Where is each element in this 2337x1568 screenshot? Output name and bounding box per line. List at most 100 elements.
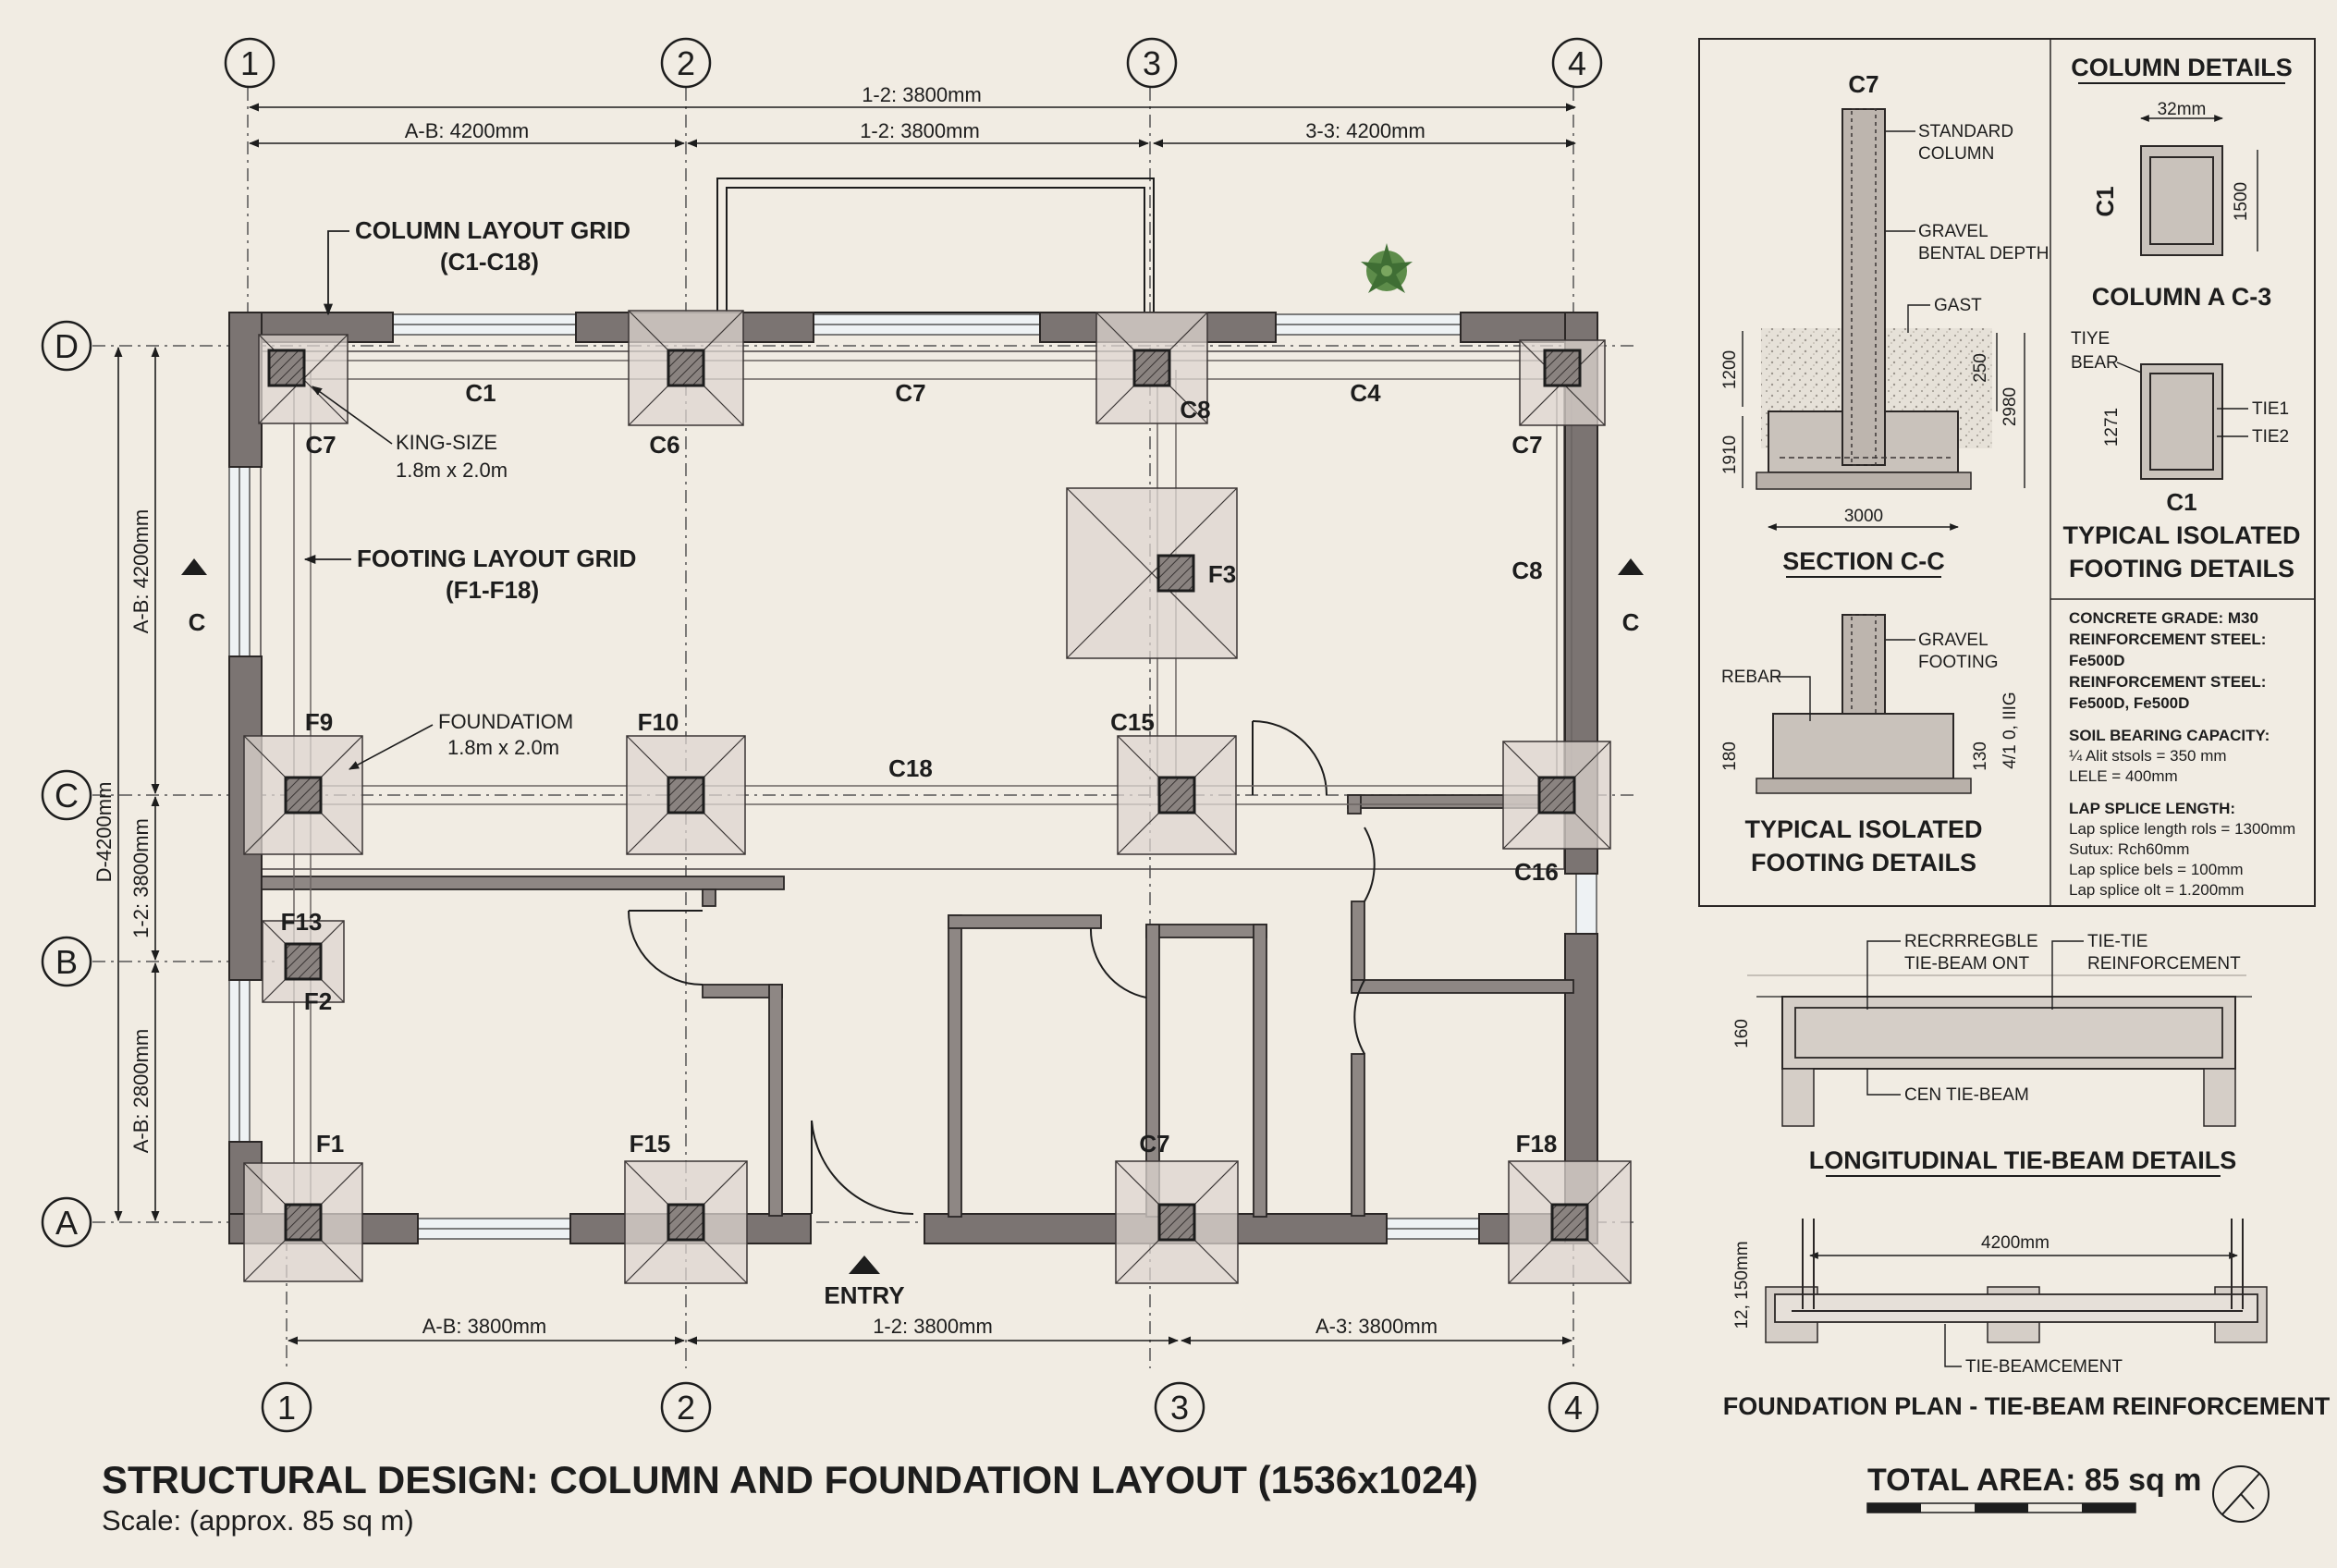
footing-gravel-2: FOOTING (1918, 653, 1999, 672)
tie-beam-label-2a: TIE-TIE (2087, 932, 2147, 951)
label-f15: F15 (630, 1130, 671, 1158)
spec-line-6: SOIL BEARING CAPACITY: (2069, 727, 2270, 744)
section-cc-standard-1: STANDARD (1918, 122, 2013, 141)
grid-bubble-row-b: B (41, 936, 92, 987)
dim-left-overall: D-4200mm (92, 782, 116, 883)
dim-top-12: 1-2: 3800mm (860, 119, 980, 142)
column-c16 (1537, 776, 1576, 815)
top-window-frame (716, 178, 1155, 313)
grid-bubble-col-1-top: 1 (224, 37, 275, 89)
label-c7-left: C7 (305, 431, 336, 459)
foundation-label-line1: FOUNDATIOM (438, 710, 573, 733)
footing-detail-title-1: TYPICAL ISOLATED (1744, 815, 1982, 843)
tie-beams (288, 360, 1572, 1211)
column-f1 (284, 1203, 323, 1242)
column-details: COLUMN DETAILS 32mm 1500 C1 COLUMN A C-3… (2062, 54, 2300, 582)
interior-walls (261, 794, 1574, 1218)
section-mark-right: C (1618, 558, 1644, 636)
svg-text:C: C (189, 608, 206, 636)
tie-beam-label-1a: RECRRREGBLE (1904, 932, 2038, 951)
section-cc-standard-2: COLUMN (1918, 144, 1994, 164)
plant-icon (1361, 243, 1413, 293)
svg-text:2: 2 (677, 44, 695, 82)
dimension-lines (114, 103, 1577, 1345)
svg-text:C: C (55, 777, 79, 815)
footing-rebar: REBAR (1721, 668, 1781, 687)
dim-left-ab-bottom: A-B: 2800mm (129, 1029, 153, 1154)
scale-bar (1866, 1502, 2136, 1513)
north-arrow-icon (2212, 1465, 2270, 1523)
column-f3 (1156, 554, 1195, 593)
svg-text:D: D (55, 327, 79, 365)
footing-gravel-1: GRAVEL (1918, 631, 1988, 650)
svg-text:4: 4 (1564, 1389, 1583, 1427)
details-panel-frame (1698, 38, 2316, 907)
tie-beam-dim-160: 160 (1732, 1019, 1752, 1048)
section-cc-title: SECTION C-C (1782, 547, 1945, 575)
dim-top-overall: 1-2: 3800mm (862, 83, 982, 106)
spec-line-1: CONCRETE GRADE: M30 (2069, 609, 2258, 627)
grid-bubble-row-c: C (41, 769, 92, 821)
interior-wall-outline (260, 350, 1565, 870)
svg-text:1: 1 (277, 1389, 296, 1427)
foundation-plan-detail: 4200mm 12, 150mm TIE-BEAMCEMENT FOUNDATI… (1723, 1219, 2331, 1420)
column-details-title: COLUMN DETAILS (2071, 54, 2292, 81)
foundation-plan-tie-label: TIE-BEAMCEMENT (1965, 1357, 2123, 1377)
section-cc-gravel-2: BENTAL DEPTH (1918, 244, 2049, 263)
tie-beam-label-2b: REINFORCEMENT (2087, 954, 2241, 974)
label-c7-bottom: C7 (1139, 1130, 1169, 1158)
svg-text:2: 2 (677, 1389, 695, 1427)
column-footing-title-1: TYPICAL ISOLATED (2062, 521, 2300, 549)
dim-bottom-a3: A-3: 3800mm (1315, 1315, 1438, 1338)
spec-line-9: LAP SPLICE LENGTH: (2069, 800, 2235, 817)
grid-bubble-col-2-top: 2 (660, 37, 712, 89)
section-mark-left: C (181, 558, 207, 636)
dim-bottom-12: 1-2: 3800mm (873, 1315, 993, 1338)
kingsize-label-line1: KING-SIZE (396, 431, 497, 454)
grid-bubble-col-3-bottom: 3 (1154, 1381, 1205, 1433)
column-c15 (1157, 776, 1196, 815)
total-area: TOTAL AREA: 85 sq m (1867, 1463, 2201, 1498)
tie-beam-title: LONGITUDINAL TIE-BEAM DETAILS (1809, 1146, 2236, 1174)
foundation-plan-title: FOUNDATION PLAN - TIE-BEAM REINFORCEMENT (1723, 1392, 2331, 1420)
grid-bubble-col-2-bottom: 2 (660, 1381, 712, 1433)
label-c7-right: C7 (1511, 431, 1542, 459)
foundation-plan-dim-150: 12, 150mm (1732, 1241, 1752, 1329)
section-cc-dim-3000: 3000 (1844, 507, 1883, 526)
column-tie-label-1: TIYE (2071, 329, 2110, 349)
grid-bubble-col-3-top: 3 (1126, 37, 1178, 89)
column-width-dim: 32mm (2158, 100, 2207, 119)
spec-line-5: Fe500D, Fe500D (2069, 694, 2189, 712)
callout-column-grid-line2: (C1-C18) (440, 248, 539, 276)
label-c18: C18 (888, 754, 933, 782)
section-cc-column-label: C7 (1848, 70, 1878, 98)
column-f9 (284, 776, 323, 815)
dim-left-12: 1-2: 3800mm (129, 818, 153, 938)
specifications: CONCRETE GRADE: M30 REINFORCEMENT STEEL:… (2069, 609, 2295, 899)
grid-bubbles: 1 2 3 4 1 2 3 4 D C B A (41, 37, 1603, 1433)
svg-text:1: 1 (240, 44, 259, 82)
column-tie2: TIE2 (2252, 427, 2289, 447)
spec-line-13: Lap splice olt = 1.200mm (2069, 881, 2244, 899)
footing-detail-title-2: FOOTING DETAILS (1751, 849, 1976, 876)
foundation-label-line2: 1.8m x 2.0m (447, 736, 559, 759)
label-f10: F10 (638, 708, 679, 736)
grid-bubble-col-4-bottom: 4 (1548, 1381, 1599, 1433)
section-cc-dim-250: 250 (1971, 353, 1990, 383)
scale-note: Scale: (approx. 85 sq m) (102, 1504, 414, 1537)
footing-f9 (243, 735, 363, 855)
column-c7-corner (267, 349, 306, 387)
column-tie-label-2: BEAR (2071, 353, 2119, 373)
grid-bubble-col-4-top: 4 (1551, 37, 1603, 89)
dim-left-ab-top: A-B: 4200mm (129, 509, 153, 634)
spec-line-11: Sutux: Rch60mm (2069, 840, 2189, 858)
kingsize-label-line2: 1.8m x 2.0m (396, 459, 508, 482)
label-f9: F9 (305, 708, 333, 736)
spec-line-8: LELE = 400mm (2069, 767, 2178, 785)
plan-labels: COLUMN LAYOUT GRID (C1-C18) FOOTING LAYO… (181, 216, 1644, 1309)
column-footing-title-2: FOOTING DETAILS (2069, 555, 2294, 582)
label-c16: C16 (1514, 858, 1559, 886)
column-c1-bottom: C1 (2166, 488, 2196, 516)
svg-text:B: B (55, 943, 78, 981)
